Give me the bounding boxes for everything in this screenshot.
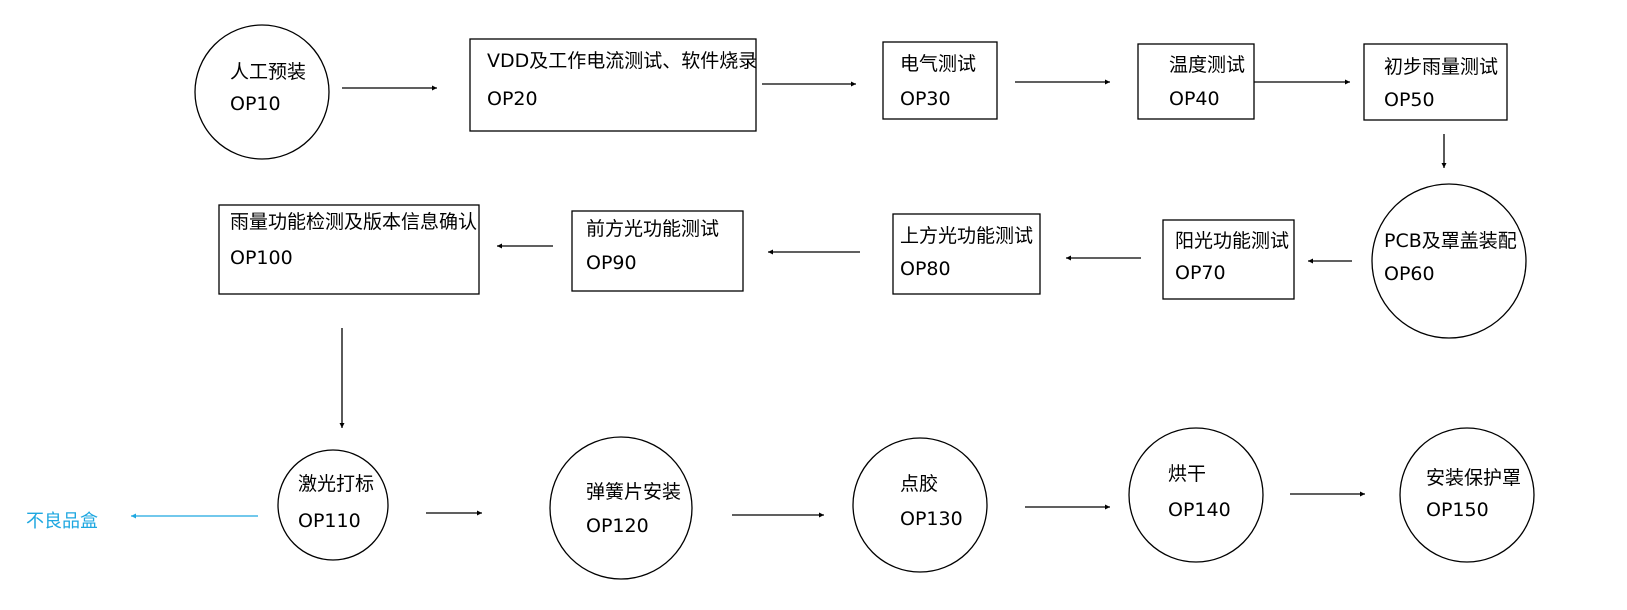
node-code-op150: OP150 <box>1426 499 1489 521</box>
node-code-op30: OP30 <box>900 88 951 110</box>
node-label-op80: 上方光功能测试 <box>900 225 1033 247</box>
node-label-op40: 温度测试 <box>1169 54 1245 76</box>
node-code-op80: OP80 <box>900 258 951 280</box>
node-code-op50: OP50 <box>1384 89 1435 111</box>
node-label-op120: 弹簧片安装 <box>586 481 681 503</box>
node-shape-op20 <box>469 38 757 132</box>
node-shape-op110 <box>277 449 389 561</box>
node-label-op50: 初步雨量测试 <box>1384 56 1498 78</box>
node-op40: 温度测试 OP40 <box>1137 43 1255 120</box>
node-shape-op40 <box>1137 43 1255 120</box>
node-label-op100: 雨量功能检测及版本信息确认 <box>230 211 477 233</box>
node-label-op20: VDD及工作电流测试、软件烧录 <box>487 50 757 72</box>
node-op60: PCB及罩盖装配 OP60 <box>1371 183 1527 339</box>
node-label-op30: 电气测试 <box>900 53 976 75</box>
node-label-op60: PCB及罩盖装配 <box>1384 230 1517 252</box>
node-op10: 人工预装 OP10 <box>194 24 330 160</box>
node-shape-op60 <box>1371 183 1527 339</box>
node-shape-op150 <box>1399 427 1535 563</box>
node-op90: 前方光功能测试 OP90 <box>571 210 744 292</box>
edges <box>131 79 1447 519</box>
node-shape-op70 <box>1162 219 1295 300</box>
node-shape-op10 <box>194 24 330 160</box>
node-op50: 初步雨量测试 OP50 <box>1363 43 1508 121</box>
node-shape-op50 <box>1363 43 1508 121</box>
node-code-op40: OP40 <box>1169 88 1220 110</box>
node-op130: 点胶 OP130 <box>852 437 988 573</box>
node-op100: 雨量功能检测及版本信息确认 OP100 <box>218 204 480 295</box>
node-label-op110: 激光打标 <box>298 473 374 495</box>
node-op120: 弹簧片安装 OP120 <box>549 436 693 580</box>
node-op30: 电气测试 OP30 <box>882 41 998 120</box>
node-code-op130: OP130 <box>900 508 963 530</box>
node-code-op100: OP100 <box>230 247 293 269</box>
node-shape-op80 <box>892 213 1041 295</box>
reject-box-label: 不良品盒 <box>26 511 98 532</box>
node-op20: VDD及工作电流测试、软件烧录 OP20 <box>469 38 757 132</box>
node-shape-op30 <box>882 41 998 120</box>
node-label-op90: 前方光功能测试 <box>586 218 719 240</box>
node-code-op140: OP140 <box>1168 499 1231 521</box>
node-code-op120: OP120 <box>586 515 649 537</box>
node-label-op70: 阳光功能测试 <box>1175 230 1289 252</box>
node-shape-op90 <box>571 210 744 292</box>
node-shape-op100 <box>218 204 480 295</box>
node-shape-op130 <box>852 437 988 573</box>
node-op110: 激光打标 OP110 <box>277 449 389 561</box>
node-code-op90: OP90 <box>586 252 637 274</box>
node-op80: 上方光功能测试 OP80 <box>892 213 1041 295</box>
node-code-op20: OP20 <box>487 88 538 110</box>
node-label-op130: 点胶 <box>900 473 938 495</box>
node-op150: 安装保护罩 OP150 <box>1399 427 1535 563</box>
node-code-op60: OP60 <box>1384 263 1435 285</box>
node-shape-op120 <box>549 436 693 580</box>
node-code-op110: OP110 <box>298 510 361 532</box>
node-op140: 烘干 OP140 <box>1128 427 1264 563</box>
node-label-op140: 烘干 <box>1168 463 1206 485</box>
node-label-op10: 人工预装 <box>230 61 306 83</box>
nodes: 人工预装 OP10 VDD及工作电流测试、软件烧录 OP20 电气测试 OP30 温度测试 O… <box>194 24 1535 580</box>
node-code-op70: OP70 <box>1175 262 1226 284</box>
node-label-op150: 安装保护罩 <box>1426 467 1521 489</box>
node-shape-op140 <box>1128 427 1264 563</box>
node-op70: 阳光功能测试 OP70 <box>1162 219 1295 300</box>
node-code-op10: OP10 <box>230 93 281 115</box>
